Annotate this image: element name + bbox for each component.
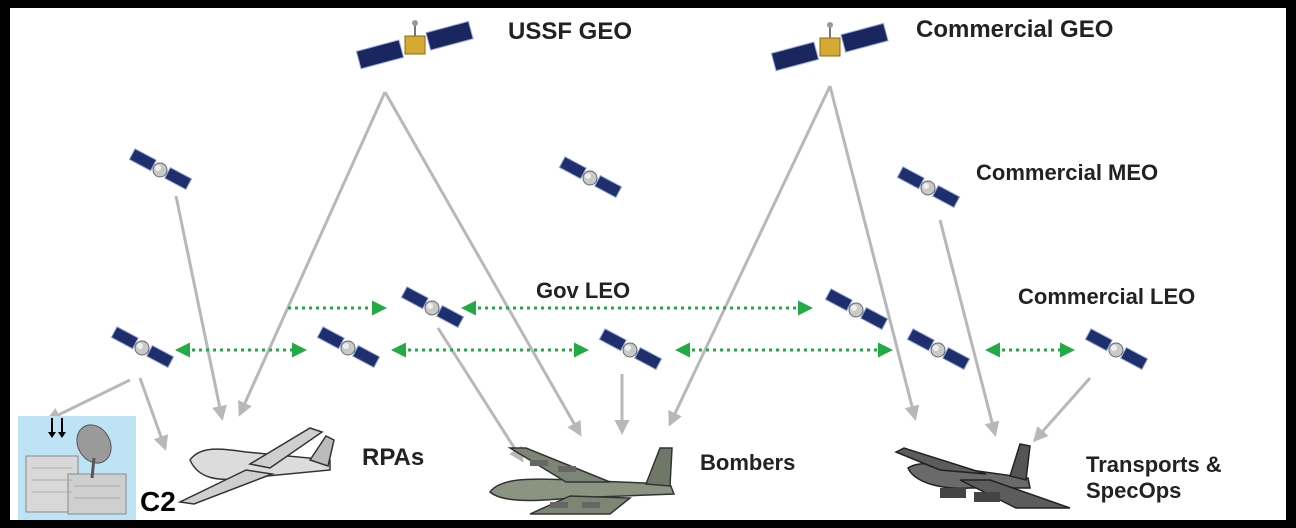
diagram-graphics (18, 19, 1149, 520)
leo-satellite-5-icon (1084, 328, 1149, 370)
commercial-geo-label: Commercial GEO (916, 16, 1114, 43)
c2-label: C2 (140, 486, 176, 517)
c2-ground-station-icon (18, 416, 136, 520)
diagram-canvas: USSF GEO Commercial GEO Commercial MEO G… (10, 8, 1286, 520)
meo-satellite-left-icon (128, 148, 193, 190)
leo-satellite-4-icon (906, 328, 971, 370)
gov-leo-satellite-right-icon (824, 288, 889, 330)
transport-plane-icon (894, 443, 1071, 509)
gov-leo-label: Gov LEO (536, 278, 631, 303)
leo-satellite-3-icon (598, 328, 663, 370)
commercial-geo-satellite-icon (770, 21, 890, 72)
gov-leo-satellite-icon (400, 286, 465, 328)
rpa-drone-icon (177, 427, 335, 505)
ussf-geo-label: USSF GEO (508, 18, 633, 45)
green-crosslinks (175, 300, 1075, 358)
transports-label-line1: Transports & (1086, 452, 1222, 477)
commercial-leo-label: Commercial LEO (1018, 284, 1196, 309)
ussf-geo-satellite-icon (355, 19, 475, 70)
leo-satellite-1-icon (110, 326, 175, 368)
bomber-icon (488, 447, 676, 515)
commercial-meo-satellite-icon (896, 166, 961, 208)
rpas-label: RPAs (362, 444, 425, 471)
bombers-label: Bombers (700, 450, 796, 475)
meo-satellite-center-icon (558, 156, 623, 198)
transports-label-line2: SpecOps (1086, 478, 1182, 503)
gray-links (45, 85, 1092, 463)
leo-satellite-2-icon (316, 326, 381, 368)
commercial-meo-label: Commercial MEO (976, 160, 1159, 185)
transports-label: Transports & SpecOps (1086, 452, 1222, 504)
